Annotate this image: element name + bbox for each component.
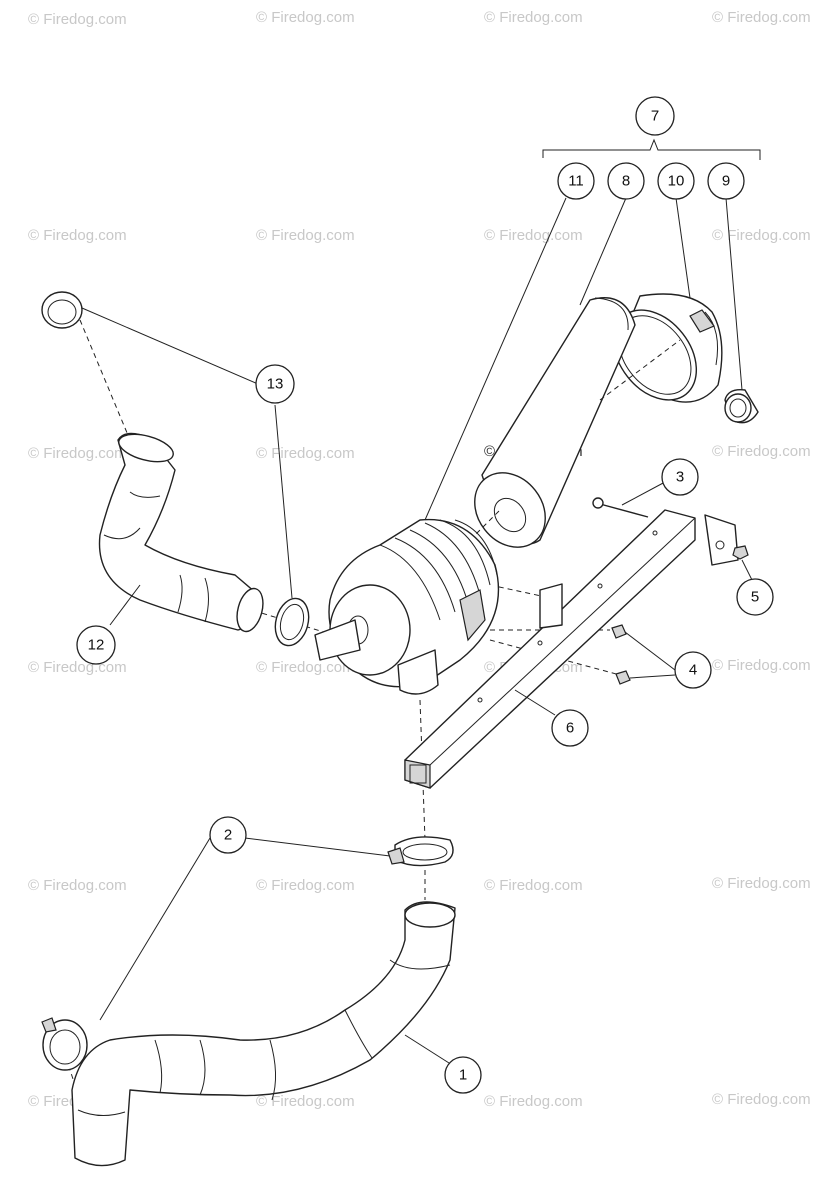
callout-11: 11 xyxy=(557,162,595,200)
callout-12: 12 xyxy=(76,625,116,665)
watermark: © Firedog.com xyxy=(28,877,127,894)
callout-label: 10 xyxy=(668,173,685,190)
watermark: © Firedog.com xyxy=(256,659,355,676)
part-4-bolts xyxy=(611,624,631,685)
callout-2: 2 xyxy=(209,816,247,854)
watermark: © Firedog.com xyxy=(712,443,811,460)
part-1-outlet-hose xyxy=(71,901,456,1167)
callout-5: 5 xyxy=(736,578,774,616)
callout-3: 3 xyxy=(661,458,699,496)
alignment-line xyxy=(489,584,561,601)
group-7-bracket xyxy=(542,138,761,160)
callout-6: 6 xyxy=(551,709,589,747)
callout-label: 7 xyxy=(651,108,659,125)
watermark: © Firedog.com xyxy=(484,877,583,894)
callout-4: 4 xyxy=(674,651,712,689)
watermark: © Firedog.com xyxy=(28,227,127,244)
part-6-mounting-bar xyxy=(404,509,739,789)
callout-label: 6 xyxy=(566,720,574,737)
callout-10: 10 xyxy=(657,162,695,200)
part-5-nut xyxy=(732,545,749,560)
callout-label: 13 xyxy=(267,376,284,393)
alignment-line xyxy=(79,319,131,441)
leader-lines xyxy=(81,197,753,1071)
callout-8: 8 xyxy=(607,162,645,200)
watermark: © Firedog.com xyxy=(484,1093,583,1110)
callout-label: 3 xyxy=(676,469,684,486)
callout-7: 7 xyxy=(635,96,675,136)
watermark: © Firedog.com xyxy=(712,657,811,674)
callout-label: 1 xyxy=(459,1067,467,1084)
callout-label: 2 xyxy=(224,827,232,844)
callout-13: 13 xyxy=(255,364,295,404)
callout-1: 1 xyxy=(444,1056,482,1094)
watermark: © Firedog.com xyxy=(28,11,127,28)
watermark: © Firedog.com xyxy=(712,9,811,26)
watermark: © Firedog.com xyxy=(712,875,811,892)
callout-label: 9 xyxy=(722,173,730,190)
callouts: 7 11 8 10 9 13 3 5 xyxy=(76,96,774,1094)
watermark: © Firedog.com xyxy=(256,227,355,244)
part-2-clamps xyxy=(41,836,454,1071)
callout-label: 12 xyxy=(88,637,105,654)
watermark: © Firedog.com xyxy=(256,445,355,462)
watermark: © Firedog.com xyxy=(484,9,583,26)
watermark: © Firedog.com xyxy=(712,1091,811,1108)
part-11-air-cleaner-housing xyxy=(314,518,500,695)
watermark: © Firedog.com xyxy=(28,659,127,676)
callout-9: 9 xyxy=(707,162,745,200)
alignment-line xyxy=(599,339,681,401)
watermark: © Firedog.com xyxy=(256,877,355,894)
part-3-bolt xyxy=(592,497,649,518)
callout-label: 5 xyxy=(751,589,759,606)
part-9-grommet xyxy=(724,389,759,424)
watermark: © Firedog.com xyxy=(256,9,355,26)
part-12-intake-hose xyxy=(98,432,264,633)
watermark: © Firedog.com xyxy=(484,227,583,244)
callout-label: 8 xyxy=(622,173,630,190)
alignment-line xyxy=(469,509,501,541)
watermark: © Firedog.com xyxy=(256,1093,355,1110)
part-8-filter-element xyxy=(474,297,636,548)
part-13-clamps xyxy=(41,291,310,647)
watermark: © Firedog.com xyxy=(28,445,127,462)
callout-label: 11 xyxy=(568,173,584,190)
callout-label: 4 xyxy=(689,662,697,679)
watermark: © Firedog.com xyxy=(712,227,811,244)
